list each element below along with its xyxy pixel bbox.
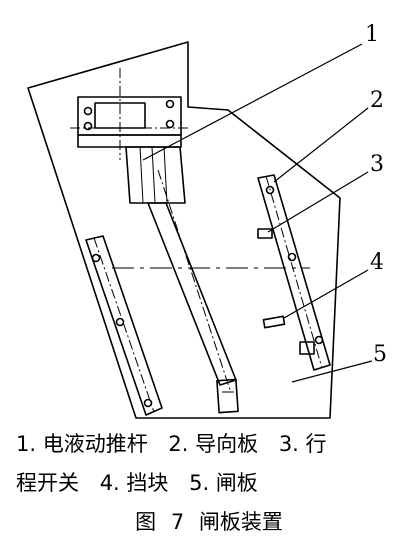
- legend-item-3-end: 程开关: [16, 471, 79, 495]
- bolt: [314, 335, 324, 345]
- legend-item-5: 5. 闸板: [189, 471, 258, 495]
- callout-1: 1: [365, 22, 379, 47]
- bolt: [165, 119, 175, 129]
- callout-3: 3: [370, 152, 384, 177]
- bolt: [287, 252, 297, 262]
- callout-2: 2: [370, 88, 384, 113]
- figure-title: 图 7 闸板装置: [135, 510, 283, 534]
- caption-line-1: 1. 电液动推杆 2. 导向板 3. 行: [16, 428, 327, 458]
- bolt: [115, 317, 125, 327]
- limit-switch: [257, 228, 273, 239]
- callout-5: 5: [373, 342, 387, 367]
- leader-3: [267, 171, 369, 233]
- piston-rod: [147, 202, 237, 386]
- right-guide-plate: [257, 174, 331, 371]
- leader-5: [291, 360, 373, 383]
- legend-item-4: 4. 挡块: [99, 471, 169, 495]
- switch-bracket: [299, 341, 315, 355]
- left-guide-plate: [85, 235, 163, 416]
- legend-item-3-start: 3. 行: [278, 432, 327, 456]
- gate-plate-outline: [27, 41, 341, 419]
- rod-end-clevis: [216, 378, 239, 414]
- drawing-svg: [27, 41, 373, 419]
- leader-4: [283, 269, 369, 319]
- leader-2: [273, 107, 369, 183]
- bolt: [265, 185, 275, 195]
- bolt: [165, 99, 175, 109]
- legend-item-2: 2. 导向板: [168, 432, 259, 456]
- bolt: [91, 253, 101, 263]
- gate-device-drawing: 1 2 3 4 5: [27, 22, 387, 419]
- actuator-cylinder: [125, 146, 186, 204]
- stop-block: [262, 315, 286, 329]
- clamp-lower: [77, 134, 182, 148]
- bolt: [83, 106, 93, 116]
- callout-4: 4: [370, 250, 384, 275]
- caption-line-2: 程开关 4. 挡块 5. 闸板: [16, 467, 258, 497]
- bolt: [143, 398, 153, 408]
- bolt: [83, 121, 93, 131]
- legend-item-1: 1. 电液动推杆: [16, 432, 148, 456]
- leader-1: [142, 43, 363, 161]
